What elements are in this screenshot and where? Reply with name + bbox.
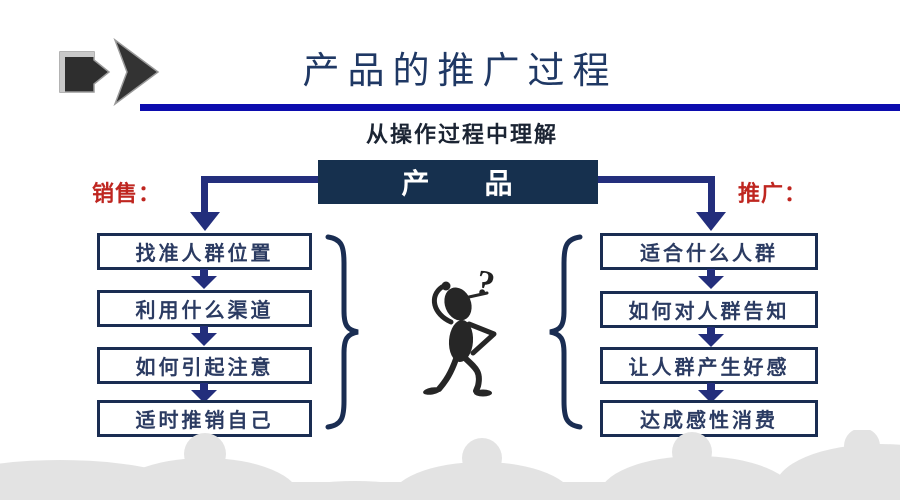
left-step-2: 利用什么渠道	[97, 290, 312, 327]
arrow-down-icon	[696, 212, 726, 231]
arrow-logo-icon	[59, 37, 160, 106]
opening-brace-icon	[549, 234, 583, 430]
subtitle: 从操作过程中理解	[365, 122, 558, 147]
question-mark: ?	[472, 262, 498, 305]
left-step-3: 如何引起注意	[97, 347, 312, 384]
right-step-4: 达成感性消费	[600, 400, 818, 437]
connector-left-vertical	[201, 176, 208, 214]
crowd-watermark	[0, 430, 900, 500]
product-box: 产 品	[318, 160, 598, 204]
label-promotion: 推广：	[738, 181, 808, 206]
left-step-4: 适时推销自己	[97, 400, 312, 437]
arrow-down-icon	[191, 326, 217, 346]
label-sales: 销售：	[92, 181, 162, 206]
arrow-down-icon	[698, 269, 724, 289]
connector-right-horizontal	[598, 176, 715, 183]
right-step-1: 适合什么人群	[600, 233, 818, 270]
thinking-person-icon: ?	[423, 262, 498, 397]
arrow-down-icon	[190, 212, 220, 231]
arrow-down-icon	[698, 327, 724, 347]
connector-right-vertical	[708, 176, 715, 214]
right-step-3: 让人群产生好感	[600, 347, 818, 384]
page-title: 产品的推广过程	[302, 51, 618, 92]
arrow-down-icon	[191, 383, 217, 403]
right-step-2: 如何对人群告知	[600, 291, 818, 328]
arrow-down-icon	[191, 269, 217, 289]
connector-left-horizontal	[201, 176, 318, 183]
closing-brace-icon	[325, 234, 359, 430]
arrow-down-icon	[698, 383, 724, 403]
title-divider	[140, 104, 900, 111]
left-step-1: 找准人群位置	[97, 233, 312, 270]
